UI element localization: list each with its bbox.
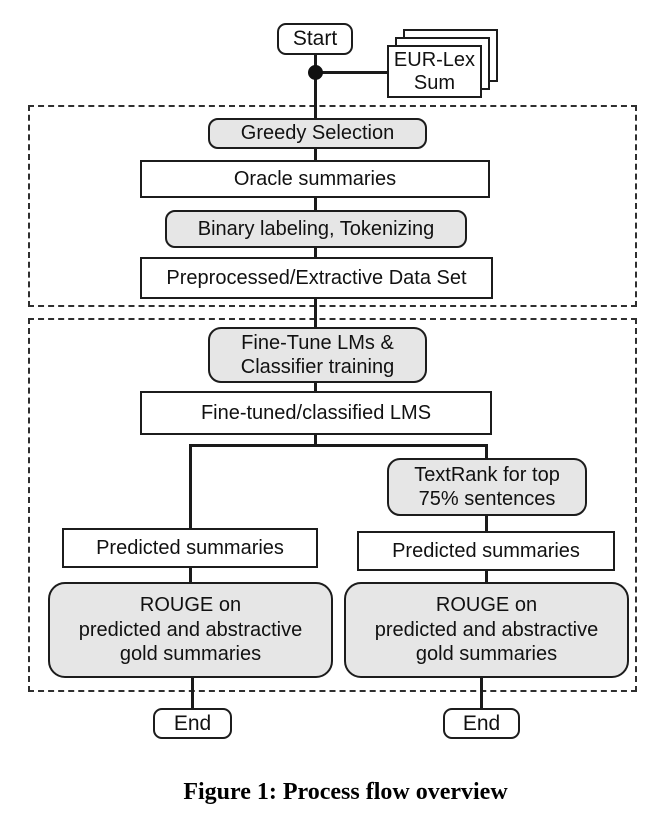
greedy-selection-node: Greedy Selection: [208, 118, 427, 149]
junction-dot: [308, 65, 323, 80]
figure-caption: Figure 1: Process flow overview: [183, 779, 508, 805]
connector-textrank-to-predicted-right: [485, 514, 488, 533]
branch-right-vertical-line: [485, 444, 488, 460]
connector-start-to-greedy: [314, 53, 317, 120]
connector-rouge-left-to-end-left: [191, 676, 194, 709]
end-left-node: End: [153, 708, 232, 739]
connector-binary-to-preprocessed: [314, 246, 317, 259]
rouge-right-node: ROUGE on predicted and abstractive gold …: [344, 582, 629, 678]
predicted-summaries-right-node: Predicted summaries: [357, 531, 615, 571]
start-node: Start: [277, 23, 353, 55]
connector-predicted-left-to-rouge-left: [189, 566, 192, 584]
oracle-summaries-node: Oracle summaries: [140, 160, 490, 198]
predicted-summaries-left-node: Predicted summaries: [62, 528, 318, 568]
training-evaluation-stage-region: [28, 318, 637, 692]
branch-horizontal-line: [189, 444, 488, 447]
eur-lex-sum-node: EUR-Lex Sum: [387, 45, 482, 98]
connector-finetuned-to-branch: [314, 433, 317, 447]
preprocessed-dataset-node: Preprocessed/Extractive Data Set: [140, 257, 493, 299]
connector-rouge-right-to-end-right: [480, 676, 483, 709]
connector-predicted-right-to-rouge-right: [485, 569, 488, 584]
fine-tune-node: Fine-Tune LMs & Classifier training: [208, 327, 427, 383]
textrank-node: TextRank for top 75% sentences: [387, 458, 587, 516]
end-right-node: End: [443, 708, 520, 739]
rouge-left-node: ROUGE on predicted and abstractive gold …: [48, 582, 333, 678]
connector-oracle-to-binary: [314, 196, 317, 212]
connector-finetune-to-finetuned: [314, 381, 317, 393]
connector-junction-to-eurlex: [314, 71, 392, 74]
branch-left-vertical-line: [189, 444, 192, 530]
connector-greedy-to-oracle: [314, 146, 317, 162]
connector-preprocessed-to-finetune: [314, 297, 317, 329]
binary-labeling-node: Binary labeling, Tokenizing: [165, 210, 467, 248]
preprocessing-stage-region: [28, 105, 637, 307]
fine-tuned-lms-node: Fine-tuned/classified LMS: [140, 391, 492, 435]
